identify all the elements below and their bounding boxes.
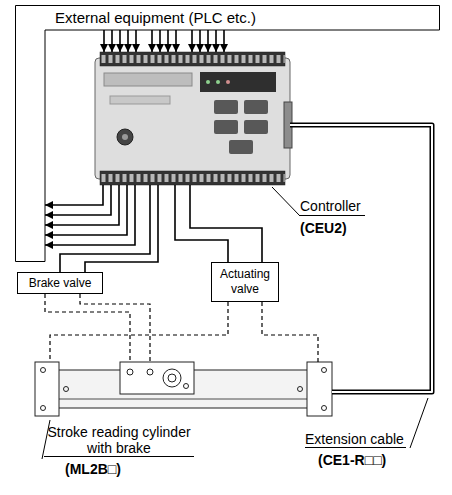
air-line (45, 294, 150, 362)
controller-unit: Controller(CEU2) (95, 52, 290, 185)
signal-wire (207, 30, 209, 52)
signal-wire (60, 185, 158, 272)
valve-box: Actuating valve (211, 262, 279, 302)
signal-wire (167, 30, 169, 52)
signal-wire (151, 30, 153, 52)
controller-body (95, 58, 290, 179)
signal-wire (45, 185, 119, 225)
signal-wire (135, 30, 137, 52)
extension-cable (290, 125, 432, 392)
signal-wire (45, 185, 127, 235)
led (226, 80, 230, 84)
model-number: (ML2B□) (65, 461, 121, 478)
extension-cable (290, 125, 432, 392)
signal-wire (104, 30, 224, 52)
signal-wire (215, 30, 217, 52)
signal-wire (111, 30, 113, 52)
external-equipment-box: External equipment (PLC etc.) (15, 5, 440, 262)
signal-wire (223, 30, 225, 52)
air-line (80, 294, 150, 362)
extension-cable (290, 125, 432, 392)
signal-wire (199, 30, 201, 52)
signal-wire (45, 185, 135, 245)
terminal-strip (100, 171, 285, 185)
bolt (41, 406, 46, 411)
button (229, 140, 253, 154)
signal-wire (103, 30, 105, 52)
button (214, 100, 238, 114)
signal-wire (175, 185, 228, 262)
button (244, 100, 268, 114)
brake-unit (168, 374, 176, 382)
signal-wire (45, 185, 103, 205)
brake-unit (163, 369, 181, 387)
part-name: Stroke reading cylinder with brake (44, 424, 194, 457)
valve-box: Brake valve (17, 272, 103, 294)
front-panel (110, 96, 170, 104)
signal-wire (159, 30, 161, 52)
part-name: Controller (300, 198, 365, 216)
leader-line (410, 398, 428, 448)
bolt (41, 368, 46, 373)
slide-table (120, 362, 194, 394)
end-cap (35, 362, 59, 416)
signal-wire (175, 185, 262, 262)
front-panel (104, 73, 192, 86)
valve-name: Actuating valve (215, 267, 275, 297)
signal-wire (175, 30, 177, 52)
key-switch (122, 134, 128, 140)
cylinder-tube (58, 399, 308, 400)
signal-wire (45, 185, 135, 245)
bolt (322, 368, 327, 373)
cylinder-unit: Stroke reading cylinder with brake(ML2B□… (35, 362, 332, 418)
led (216, 80, 220, 84)
port (127, 369, 133, 375)
air-line (262, 302, 318, 362)
key-switch (117, 129, 133, 145)
signal-wire (60, 185, 150, 272)
model-number: (CE1-R□□) (318, 452, 386, 469)
box-title: External equipment (PLC etc.) (55, 9, 256, 27)
leader-line (272, 187, 300, 216)
model-number: (CEU2) (300, 220, 347, 237)
box-outline (15, 5, 440, 262)
bolt (184, 384, 189, 389)
box-outline (16, 6, 440, 262)
signal-wire (127, 30, 129, 52)
air-line (50, 302, 228, 362)
bolt (64, 387, 69, 392)
end-cap (307, 362, 332, 416)
led (206, 80, 210, 84)
led-display (200, 72, 276, 92)
part-name: Extension cable (305, 431, 406, 448)
signal-wire (119, 30, 121, 52)
button (214, 120, 238, 134)
signal-wire (191, 30, 193, 52)
bolt (322, 406, 327, 411)
valve-name: Brake valve (29, 276, 92, 290)
signal-wire (85, 185, 158, 272)
signal-wire (190, 185, 262, 262)
terminal-strip (100, 52, 285, 66)
bolt (298, 387, 303, 392)
button (244, 120, 268, 134)
signal-wire (45, 185, 111, 215)
port (147, 369, 153, 375)
air-line (50, 302, 318, 362)
